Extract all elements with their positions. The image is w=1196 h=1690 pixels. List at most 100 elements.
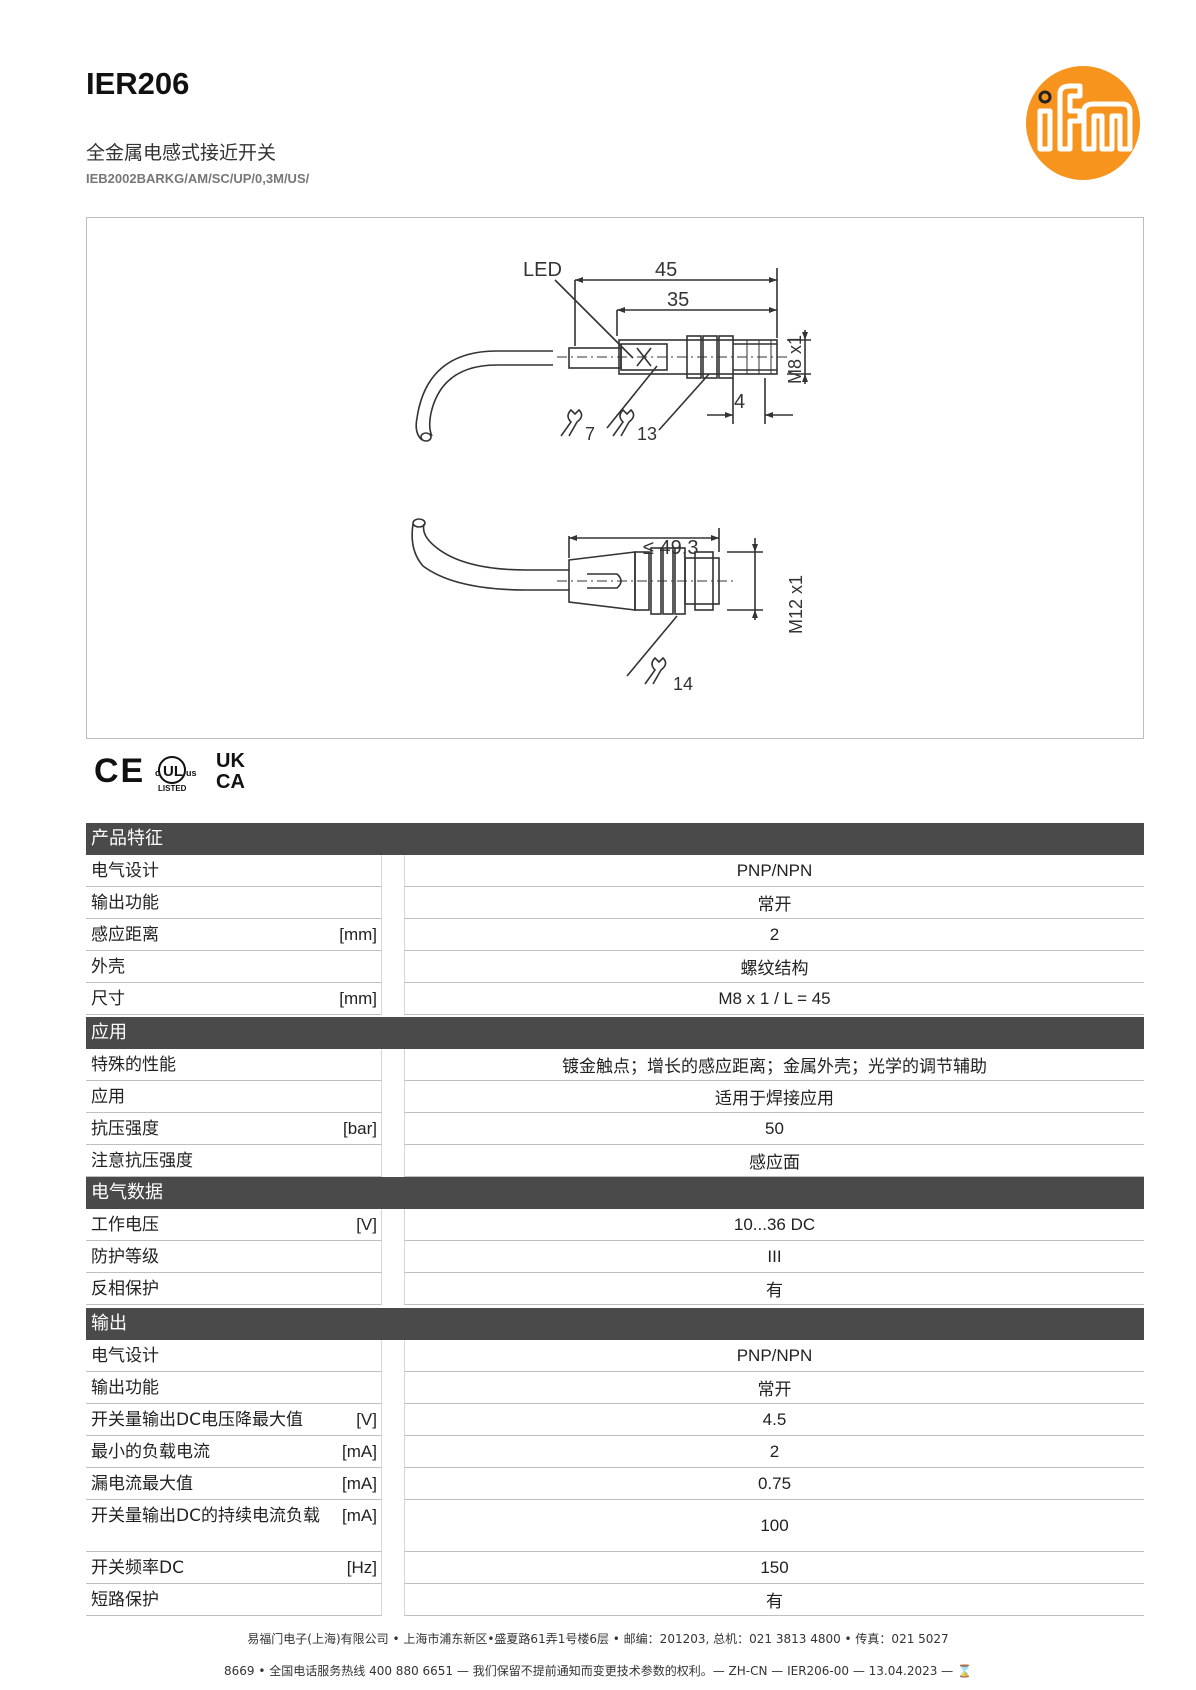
table-row: 感应距离 [mm] 2 — [86, 919, 1144, 951]
led-label: LED — [523, 259, 562, 281]
table-row: 电气设计 PNP/NPN — [86, 1340, 1144, 1372]
table-row: 输出功能 常开 — [86, 887, 1144, 919]
table-row: 电气设计 PNP/NPN — [86, 855, 1144, 887]
table-row: 输出功能 常开 — [86, 1372, 1144, 1404]
thread-m12: M12 x1 — [786, 575, 806, 634]
row-label: 特殊的性能 — [91, 1055, 176, 1075]
row-value: 常开 — [404, 1372, 1144, 1404]
wrench-7: 7 — [585, 424, 595, 444]
section-header: 输出 — [86, 1308, 1144, 1340]
table-row: 工作电压 [V] 10...36 DC — [86, 1209, 1144, 1241]
footer-address: 易福门电子(上海)有限公司 • 上海市浦东新区•盛夏路61弄1号楼6层 • 邮编… — [247, 1632, 949, 1646]
row-unit: [mm] — [339, 925, 377, 944]
row-label: 工作电压 — [91, 1215, 159, 1235]
row-label: 输出功能 — [91, 893, 159, 913]
ul-listed: LISTED — [158, 784, 187, 792]
section-header: 应用 — [86, 1017, 1144, 1049]
ukca-top: UK — [216, 750, 245, 772]
row-label: 尺寸 — [91, 989, 125, 1009]
row-label: 开关量输出DC电压降最大值 — [91, 1410, 303, 1430]
row-value: 常开 — [404, 887, 1144, 919]
row-value: 100 — [404, 1500, 1144, 1552]
row-unit: [mA] — [342, 1442, 377, 1461]
row-value: 50 — [404, 1113, 1144, 1145]
product-title: IER206 — [86, 66, 190, 101]
section-application: 应用 特殊的性能 镀金触点；增长的感应距离；金属外壳；光学的调节辅助 应用 适用… — [86, 1017, 1144, 1177]
row-unit: [mA] — [342, 1474, 377, 1493]
row-value: 150 — [404, 1552, 1144, 1584]
table-row: 特殊的性能 镀金触点；增长的感应距离；金属外壳；光学的调节辅助 — [86, 1049, 1144, 1081]
dim-4: 4 — [734, 391, 745, 413]
product-subtitle: 全金属电感式接近开关 — [86, 142, 277, 164]
table-row: 开关量输出DC的持续电流负载 [mA] 100 — [86, 1500, 1144, 1552]
row-value: 2 — [404, 1436, 1144, 1468]
row-label: 感应距离 — [91, 925, 159, 945]
table-row: 尺寸 [mm] M8 x 1 / L = 45 — [86, 983, 1144, 1015]
row-value: III — [404, 1241, 1144, 1273]
ul-us: us — [186, 768, 197, 778]
row-value: 有 — [404, 1273, 1144, 1305]
row-unit: [V] — [356, 1410, 377, 1429]
row-value: PNP/NPN — [404, 1340, 1144, 1372]
table-row: 注意抗压强度 感应面 — [86, 1145, 1144, 1177]
ul-c: c — [155, 768, 160, 778]
thread-m8: M8 x1 — [785, 335, 805, 384]
row-label: 注意抗压强度 — [91, 1151, 193, 1171]
table-row: 外壳 螺纹结构 — [86, 951, 1144, 983]
ifm-logo — [1024, 64, 1142, 182]
table-row: 应用 适用于焊接应用 — [86, 1081, 1144, 1113]
row-value: 10...36 DC — [404, 1209, 1144, 1241]
table-row: 漏电流最大值 [mA] 0.75 — [86, 1468, 1144, 1500]
row-unit: [mA] — [342, 1506, 377, 1525]
row-value: PNP/NPN — [404, 855, 1144, 887]
row-label: 漏电流最大值 — [91, 1474, 193, 1494]
footer-legal: 8669 • 全国电话服务热线 400 880 6651 — 我们保留不提前通知… — [224, 1664, 972, 1678]
row-value: 适用于焊接应用 — [404, 1081, 1144, 1113]
row-label: 外壳 — [91, 957, 125, 977]
section-header: 电气数据 — [86, 1177, 1144, 1209]
row-label: 抗压强度 — [91, 1119, 159, 1139]
certification-marks: CE c UL us LISTED UK CA — [92, 746, 262, 793]
table-row: 抗压强度 [bar] 50 — [86, 1113, 1144, 1145]
row-unit: [V] — [356, 1215, 377, 1234]
row-label: 应用 — [91, 1087, 125, 1107]
ul-mark: UL — [163, 763, 183, 780]
row-value: 有 — [404, 1584, 1144, 1616]
row-value: 镀金触点；增长的感应距离；金属外壳；光学的调节辅助 — [404, 1049, 1144, 1081]
row-value: M8 x 1 / L = 45 — [404, 983, 1144, 1015]
ukca-bottom: CA — [216, 771, 245, 792]
row-value: 螺纹结构 — [404, 951, 1144, 983]
row-value: 4.5 — [404, 1404, 1144, 1436]
table-row: 最小的负载电流 [mA] 2 — [86, 1436, 1144, 1468]
dim-45: 45 — [655, 259, 677, 281]
wrench-14: 14 — [673, 674, 693, 694]
dim-35: 35 — [667, 289, 689, 311]
row-value: 2 — [404, 919, 1144, 951]
dimension-drawing: LED 45 35 M8 x1 4 7 13 — [86, 217, 1144, 739]
row-value: 感应面 — [404, 1145, 1144, 1177]
row-label: 输出功能 — [91, 1378, 159, 1398]
row-label: 防护等级 — [91, 1247, 159, 1267]
row-unit: [Hz] — [346, 1558, 377, 1577]
table-row: 开关频率DC [Hz] 150 — [86, 1552, 1144, 1584]
product-code: IEB2002BARKG/AM/SC/UP/0,3M/US/ — [86, 171, 310, 186]
section-output: 输出 电气设计 PNP/NPN 输出功能 常开 开关量输出DC电压降最大值 [V]… — [86, 1308, 1144, 1616]
table-row: 开关量输出DC电压降最大值 [V] 4.5 — [86, 1404, 1144, 1436]
row-unit: [mm] — [339, 989, 377, 1008]
section-electrical-data: 电气数据 工作电压 [V] 10...36 DC 防护等级 III 反相保护 有 — [86, 1177, 1144, 1305]
row-label: 反相保护 — [91, 1279, 159, 1299]
row-value: 0.75 — [404, 1468, 1144, 1500]
table-row: 反相保护 有 — [86, 1273, 1144, 1305]
row-label: 电气设计 — [91, 1346, 159, 1366]
table-row: 防护等级 III — [86, 1241, 1144, 1273]
row-label: 开关频率DC — [91, 1558, 184, 1578]
ce-mark: CE — [94, 752, 145, 790]
wrench-13: 13 — [637, 424, 657, 444]
row-label: 电气设计 — [91, 861, 159, 881]
row-label: 短路保护 — [91, 1590, 159, 1610]
row-label: 开关量输出DC的持续电流负载 — [91, 1506, 320, 1526]
table-row: 短路保护 有 — [86, 1584, 1144, 1616]
section-product-features: 产品特征 电气设计 PNP/NPN 输出功能 常开 感应距离[mm] 2 外壳 … — [86, 823, 1144, 1015]
row-label: 最小的负载电流 — [91, 1442, 210, 1462]
row-unit: [bar] — [342, 1119, 377, 1138]
